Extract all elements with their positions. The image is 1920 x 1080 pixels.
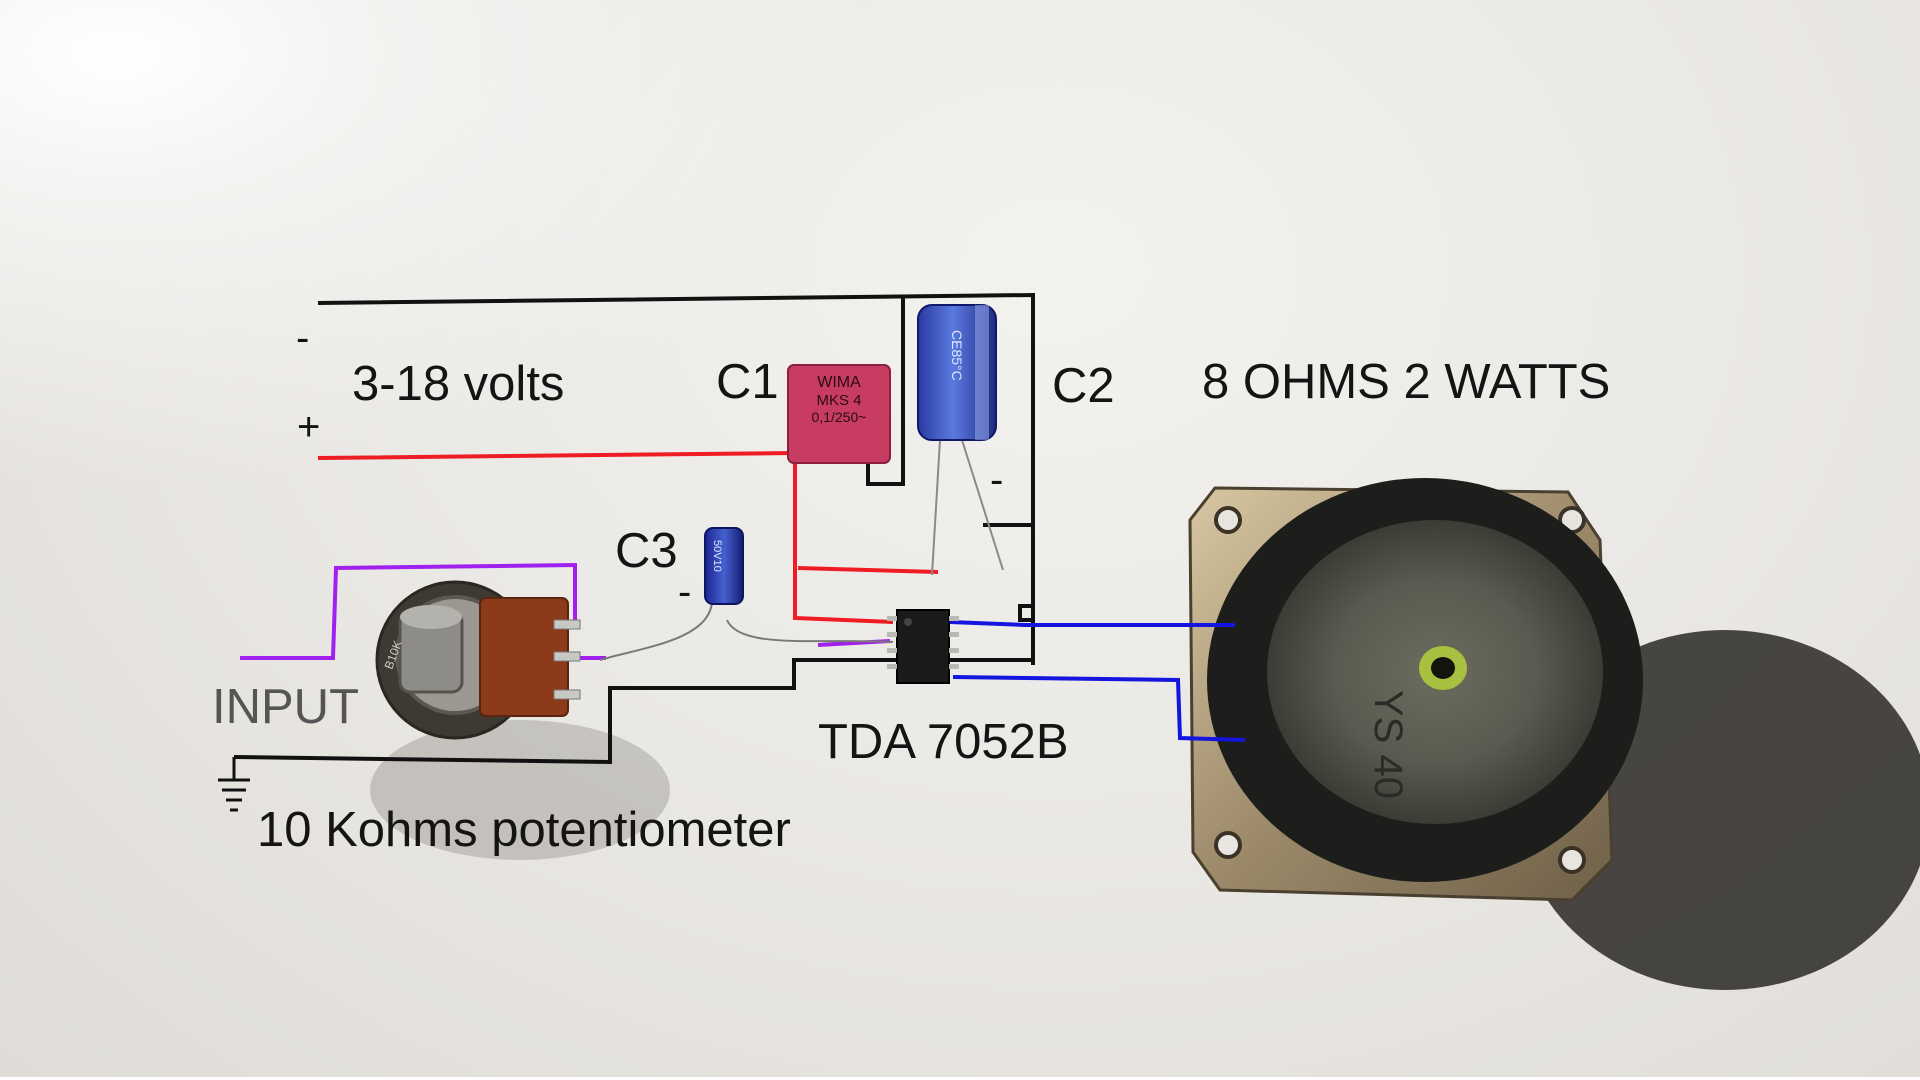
- c2-marking: CE85°C: [949, 330, 965, 381]
- positive-wires: [317, 450, 939, 624]
- voltage-label: 3-18 volts: [352, 357, 565, 411]
- c1-marking-line3: 0,1/250~: [812, 409, 867, 425]
- potentiometer-label: 10 Kohms potentiometer: [257, 803, 791, 857]
- chip-label: TDA 7052B: [818, 715, 1069, 769]
- potentiometer: B10K: [375, 580, 581, 740]
- pot-shadow: [370, 720, 670, 860]
- c3-label: C3: [615, 524, 678, 578]
- c2-minus-label: -: [990, 458, 1004, 502]
- speaker-marking: YS 40: [1366, 690, 1410, 799]
- speaker-mount-hole: [1558, 846, 1586, 874]
- c2-positive-wire: [797, 566, 939, 574]
- input-label: INPUT: [212, 680, 359, 734]
- pot-shaft-top: [400, 605, 462, 629]
- negative-wires: [233, 292, 1035, 765]
- negative-supply-wire: [317, 292, 1035, 665]
- photo-bottom-edge: [0, 1077, 1920, 1080]
- c1-marking-line1: WIMA: [817, 374, 861, 391]
- positive-terminal-label: +: [297, 405, 321, 449]
- input-signal-wire: [240, 562, 577, 660]
- speaker-positive-wire: [949, 620, 1235, 627]
- speaker: YS 40: [1188, 478, 1643, 902]
- c3-minus-label: -: [678, 570, 692, 614]
- c1-marking-line2: MKS 4: [816, 392, 861, 409]
- amplifier-chip: [887, 609, 959, 684]
- c1-ground-wire: [866, 295, 905, 486]
- c2-label: C2: [1052, 359, 1115, 413]
- speaker-dustcap-hole: [1431, 657, 1455, 679]
- speaker-mount-hole: [1214, 831, 1242, 859]
- c2-leads: [931, 439, 1004, 576]
- negative-terminal-label: -: [296, 316, 310, 360]
- capacitor-c3: 50V10: [704, 527, 744, 605]
- capacitor-c1: WIMA MKS 4 0,1/250~: [787, 364, 891, 464]
- speaker-negative-wire: [952, 675, 1246, 742]
- speaker-wires: [949, 620, 1246, 742]
- ground-symbol: [218, 757, 250, 812]
- c3-leads: [599, 599, 894, 661]
- c3-marking: 50V10: [711, 540, 723, 572]
- speaker-label: 8 OHMS 2 WATTS: [1202, 355, 1611, 409]
- chip-return-wire: [233, 658, 1033, 765]
- chip-ground-wire: [1018, 604, 1033, 622]
- positive-supply-wire: [317, 450, 894, 624]
- capacitor-c2: CE85°C: [917, 304, 997, 441]
- c1-label: C1: [716, 355, 779, 409]
- speaker-mount-hole: [1214, 506, 1242, 534]
